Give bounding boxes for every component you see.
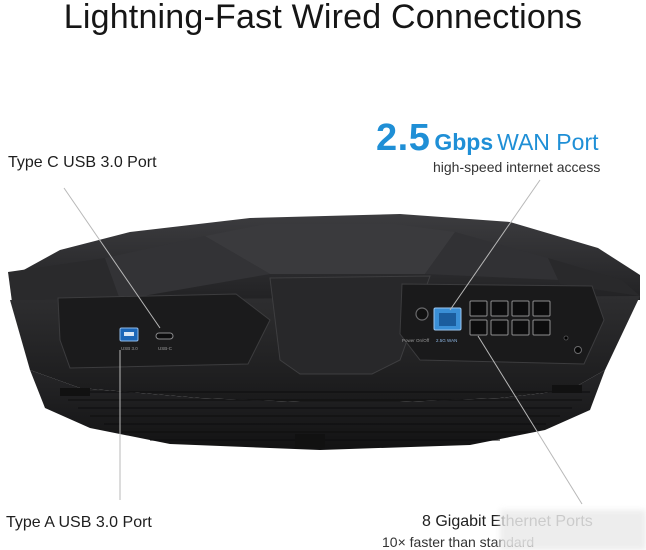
power-button <box>415 307 429 321</box>
router-base <box>30 370 605 450</box>
ethernet-port <box>490 300 509 317</box>
callout-line-gigabit <box>477 335 583 505</box>
callout-line-type-c <box>63 187 161 329</box>
ethernet-port <box>469 319 488 336</box>
ethernet-port <box>511 300 530 317</box>
router-foot <box>60 388 90 396</box>
usb-panel <box>57 293 271 369</box>
gigabit-ports-sublabel: 10× faster than standard <box>382 534 535 550</box>
wan-port-opening <box>439 313 456 326</box>
usb-c-port <box>155 332 174 340</box>
ethernet-port <box>532 319 551 336</box>
ethernet-port <box>469 300 488 317</box>
center-chevron-panel <box>269 275 431 375</box>
power-button-label: Power On/Off <box>402 338 430 343</box>
wan-port-sublabel: high-speed internet access <box>433 159 601 175</box>
wan-port-text: WAN Port <box>497 129 599 155</box>
dc-power-jack <box>574 346 582 354</box>
router-lid-face-center-left <box>105 236 270 300</box>
ethernet-port <box>511 319 530 336</box>
router-lid-face-left <box>8 258 120 302</box>
ethernet-port <box>532 300 551 317</box>
wan-speed-unit: Gbps <box>434 129 494 155</box>
router-lid-face-center <box>205 224 455 274</box>
type-a-usb-label: Type A USB 3.0 Port <box>6 514 152 531</box>
callout-line-wan <box>449 179 541 311</box>
usb-a-port-label: USB 3.0 <box>121 346 138 351</box>
router-lid-face-center-right <box>425 232 560 280</box>
usb-a-port-tongue <box>124 332 134 336</box>
wan-port-device-label: 2.5G WAN <box>436 338 457 343</box>
router-foot <box>552 385 582 393</box>
router-foot <box>295 434 325 448</box>
ethernet-port <box>490 319 509 336</box>
page-title: Lightning-Fast Wired Connections <box>63 0 583 36</box>
gigabit-ethernet-ports <box>469 300 551 336</box>
reset-hole <box>563 335 569 341</box>
router-lid-face-right <box>548 258 640 296</box>
type-c-usb-label: Type C USB 3.0 Port <box>8 154 157 171</box>
usb-c-port-label: USB-C <box>158 346 173 351</box>
wan-speed-number: 2.5 <box>376 117 431 159</box>
blurred-watermark <box>500 510 646 550</box>
